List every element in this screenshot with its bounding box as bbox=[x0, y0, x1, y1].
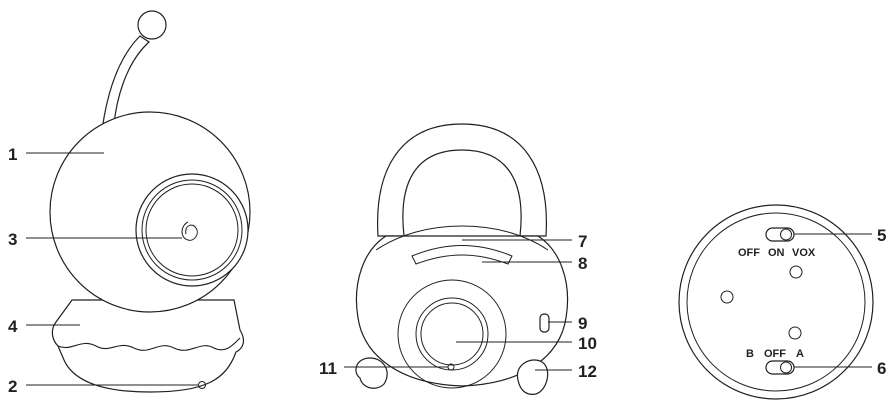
screw-hole-top bbox=[789, 265, 803, 279]
switch-label-vox: VOX bbox=[792, 247, 816, 259]
switch-label-b: B bbox=[746, 348, 754, 360]
parent-unit bbox=[355, 123, 569, 395]
switch-label-off: OFF bbox=[738, 247, 760, 259]
callout-6: 6 bbox=[877, 359, 886, 378]
parent-top-seam bbox=[375, 225, 549, 251]
camera-lens-inner bbox=[145, 183, 239, 277]
callout-7: 7 bbox=[578, 232, 587, 251]
camera-lens-swirl bbox=[181, 221, 198, 241]
screw-hole-bottom bbox=[788, 326, 802, 340]
callout-9: 9 bbox=[578, 314, 587, 333]
switch-channel-knob bbox=[780, 361, 792, 374]
parent-dial-button bbox=[420, 302, 484, 366]
back-inner-ring bbox=[686, 212, 866, 392]
callout-8: 8 bbox=[578, 254, 587, 273]
callout-4: 4 bbox=[8, 317, 18, 336]
parent-body bbox=[355, 235, 569, 387]
camera-base-skirt bbox=[57, 337, 241, 351]
camera-unit bbox=[49, 10, 251, 393]
camera-lens-ring bbox=[141, 179, 243, 281]
callout-2: 2 bbox=[8, 377, 17, 396]
parent-handle bbox=[377, 123, 547, 237]
switch-label-off-ab: OFF bbox=[764, 348, 786, 360]
callout-12: 12 bbox=[578, 362, 597, 381]
switch-label-on: ON bbox=[768, 247, 785, 259]
callout-5: 5 bbox=[877, 226, 886, 245]
screw-hole-left bbox=[720, 290, 734, 304]
switch-power-mode-knob bbox=[780, 228, 792, 241]
back-outer-ring bbox=[678, 204, 874, 400]
camera-base bbox=[51, 299, 245, 393]
camera-lens-outer bbox=[135, 173, 249, 287]
camera-power-led bbox=[198, 381, 206, 389]
callout-3: 3 bbox=[8, 230, 17, 249]
switch-label-a: A bbox=[796, 348, 804, 360]
parent-side-button bbox=[539, 313, 550, 333]
camera-antenna-tip bbox=[137, 10, 167, 40]
parent-foot-right bbox=[516, 359, 549, 395]
back-view: OFF ON VOX B OFF A bbox=[678, 204, 874, 400]
camera-antenna bbox=[100, 35, 150, 139]
callout-1: 1 bbox=[8, 145, 17, 164]
parent-foot-left bbox=[355, 357, 388, 389]
callout-11: 11 bbox=[319, 359, 337, 378]
parent-dial-outer bbox=[397, 279, 507, 389]
parent-speaker-slot bbox=[411, 245, 513, 265]
callout-10: 10 bbox=[578, 334, 597, 353]
